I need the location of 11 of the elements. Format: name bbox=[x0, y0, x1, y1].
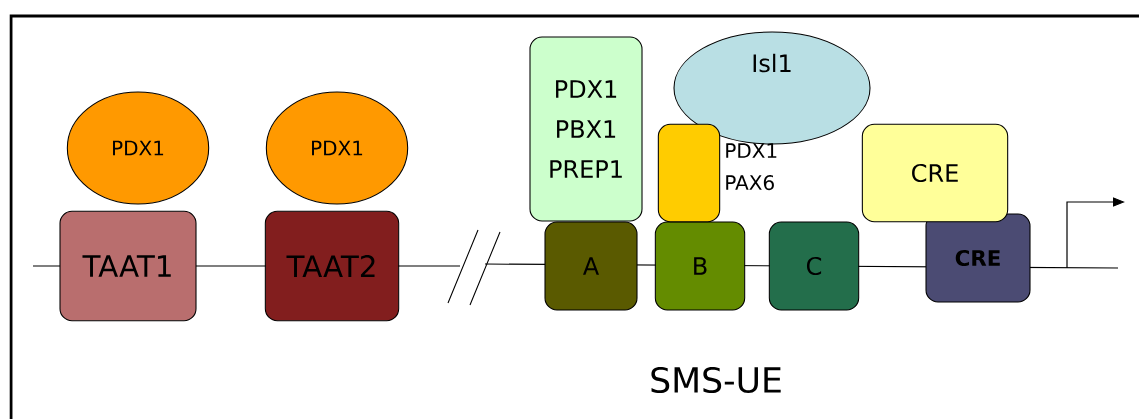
protein-box bbox=[657, 123, 721, 223]
binding-site-box: CRE bbox=[925, 213, 1031, 303]
protein-box: CRE bbox=[861, 123, 1009, 223]
protein-box: PDX1 PBX1 PREP1 bbox=[529, 36, 643, 222]
binding-site-box: TAAT1 bbox=[59, 210, 197, 322]
binding-site-box: A bbox=[544, 221, 638, 311]
binding-site-box: TAAT2 bbox=[264, 210, 400, 322]
binding-site-box: B bbox=[654, 221, 746, 311]
construct-label: SMS-UE bbox=[651, 366, 781, 394]
binding-site-box: C bbox=[768, 221, 860, 311]
protein-label: PDX1 PAX6 bbox=[726, 143, 777, 191]
